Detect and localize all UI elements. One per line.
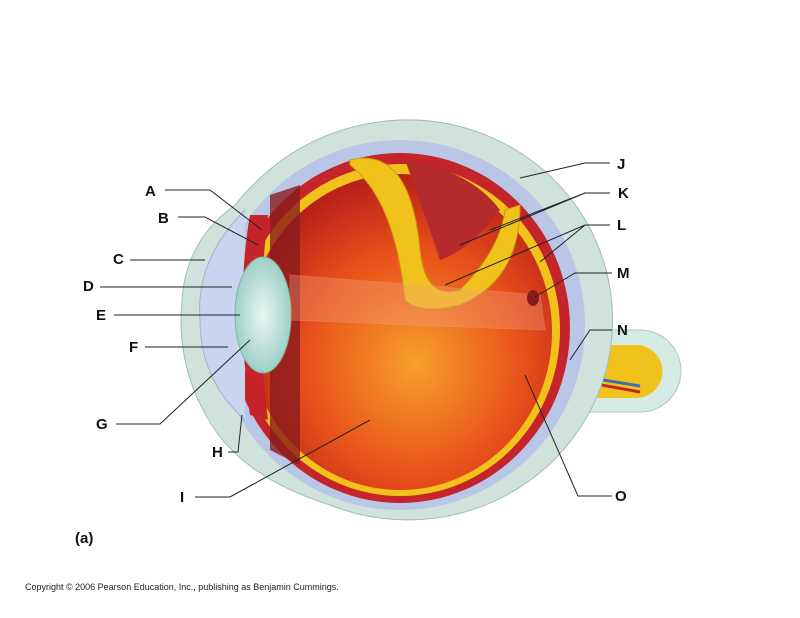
- panel-label: (a): [75, 530, 94, 547]
- label-a: A: [145, 183, 156, 200]
- label-k: K: [618, 185, 629, 202]
- copyright-text: Copyright © 2006 Pearson Education, Inc.…: [25, 582, 339, 592]
- label-h: H: [212, 444, 223, 461]
- label-l: L: [617, 217, 626, 234]
- label-m: M: [617, 265, 630, 282]
- lens: [234, 256, 292, 374]
- label-j: J: [617, 156, 625, 173]
- label-d: D: [83, 278, 94, 295]
- label-n: N: [617, 322, 628, 339]
- fovea: [527, 290, 539, 306]
- label-o: O: [615, 488, 627, 505]
- choroid-cutaway: [405, 160, 500, 260]
- vitreous-plane: [289, 274, 546, 331]
- label-g: G: [96, 416, 108, 433]
- label-f: F: [129, 339, 138, 356]
- label-b: B: [158, 210, 169, 227]
- label-c: C: [113, 251, 124, 268]
- label-e: E: [96, 307, 106, 324]
- sclera: [180, 119, 614, 521]
- leader-lines: [100, 162, 612, 498]
- label-i: I: [180, 489, 184, 506]
